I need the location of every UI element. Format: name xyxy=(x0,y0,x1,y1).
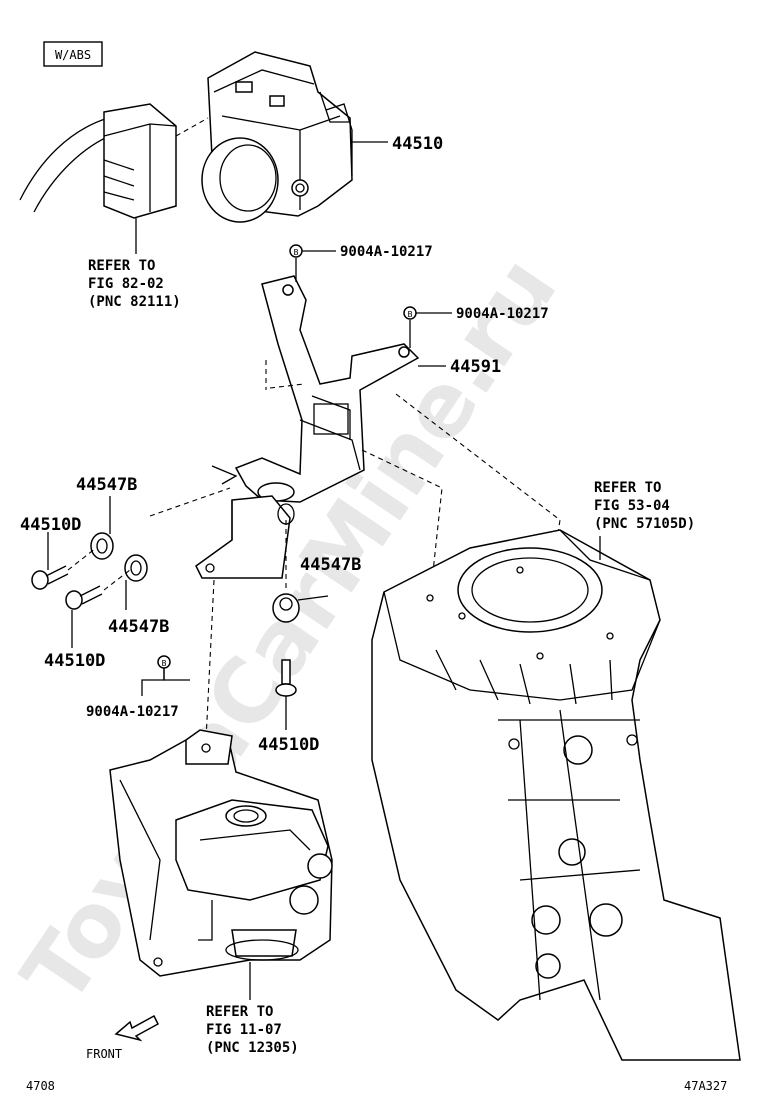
bolt-symbol: B xyxy=(408,310,413,319)
callout-9004a-top2: 9004A-10217 xyxy=(456,306,549,322)
badge-text: W/ABS xyxy=(55,48,91,62)
refer-fig-53-04: REFER TO FIG 53-04 (PNC 57105D) xyxy=(594,480,695,532)
callout-9004a-top1: 9004A-10217 xyxy=(340,244,433,260)
bolt-callout-left: B 9004A-10217 xyxy=(86,655,190,720)
grommet-left-a xyxy=(90,532,114,560)
footer-right: 47A327 xyxy=(684,1079,727,1093)
callout-44510d-a: 44510D xyxy=(20,515,81,535)
callout-9004a-left: 9004A-10217 xyxy=(86,704,179,720)
front-arrow-icon xyxy=(114,1014,159,1042)
bolt-symbol: B xyxy=(162,659,167,668)
callout-44510d-c: 44510D xyxy=(258,735,319,755)
callout-44547b-b: 44547B xyxy=(108,617,169,637)
callout-44510d-b: 44510D xyxy=(44,651,105,671)
callout-44510: 44510 xyxy=(392,134,443,154)
ref-53-line3: (PNC 57105D) xyxy=(594,516,695,532)
front-label: FRONT xyxy=(86,1047,122,1061)
ref-82-line3: (PNC 82111) xyxy=(88,294,181,310)
bolt-callout-top-1: B 9004A-10217 xyxy=(289,244,433,282)
engine-mount-drawing xyxy=(109,729,333,977)
bolt-callout-top-2: B 9004A-10217 xyxy=(403,306,549,348)
ref-82-line1: REFER TO xyxy=(88,258,155,274)
callout-44547b-c: 44547B xyxy=(300,555,361,575)
callout-44591: 44591 xyxy=(450,357,501,377)
grommet-center xyxy=(272,593,329,623)
bracket-drawing xyxy=(195,275,420,579)
ref-53-line1: REFER TO xyxy=(594,480,661,496)
bolt-left-b xyxy=(65,585,103,610)
body-panel-drawing xyxy=(371,529,741,1061)
ref-11-line1: REFER TO xyxy=(206,1004,273,1020)
ref-11-line3: (PNC 12305) xyxy=(206,1040,299,1056)
bolt-left-a xyxy=(31,565,69,590)
refer-fig-11-07: REFER TO FIG 11-07 (PNC 12305) xyxy=(206,1004,299,1056)
ref-11-line2: FIG 11-07 xyxy=(206,1022,282,1038)
ref-82-line2: FIG 82-02 xyxy=(88,276,164,292)
harness-connector-drawing xyxy=(19,103,209,219)
abs-actuator-drawing xyxy=(201,51,353,223)
callout-44547b-a: 44547B xyxy=(76,475,137,495)
refer-fig-82-02: REFER TO FIG 82-02 (PNC 82111) xyxy=(88,258,181,310)
footer-left: 4708 xyxy=(26,1079,55,1093)
bolt-center xyxy=(275,659,297,730)
grommet-left-b xyxy=(124,554,148,582)
wabs-badge: W/ABS xyxy=(43,41,103,67)
bolt-symbol: B xyxy=(294,248,299,257)
ref-53-line2: FIG 53-04 xyxy=(594,498,670,514)
